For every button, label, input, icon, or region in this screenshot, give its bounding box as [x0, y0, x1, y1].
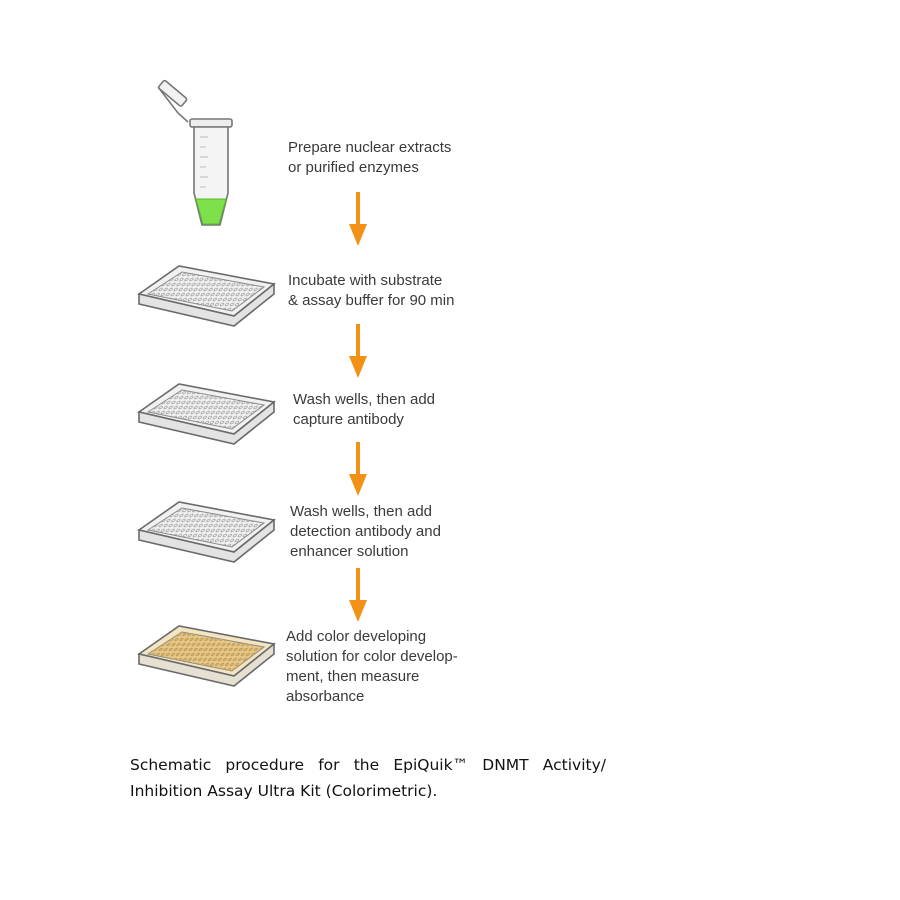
- step-line: solution for color develop-: [286, 648, 458, 665]
- figure-caption: Schematic procedure for the EpiQuik™ DNM…: [130, 752, 606, 804]
- step-line: absorbance: [286, 688, 365, 705]
- caption-line-1: Schematic procedure for the EpiQuik™ DNM…: [130, 756, 606, 774]
- step-4-text: Wash wells, then add detection antibody …: [290, 502, 441, 562]
- step-5-text: Add color developing solution for color …: [286, 627, 458, 707]
- step-line: Prepare nuclear extracts: [288, 139, 452, 156]
- step-line: Incubate with substrate: [288, 272, 443, 289]
- caption-line-2: Inhibition Assay Ultra Kit (Colorimetric…: [130, 782, 438, 800]
- arrow-down-icon: [349, 192, 367, 246]
- step-3-text: Wash wells, then add capture antibody: [293, 390, 435, 430]
- step-line: capture antibody: [293, 411, 404, 428]
- step-line: & assay buffer for 90 min: [288, 292, 455, 309]
- step-2-text: Incubate with substrate & assay buffer f…: [288, 271, 454, 311]
- microplate-icon: [137, 501, 276, 563]
- step-line: enhancer solution: [290, 543, 409, 560]
- microplate-icon: [137, 265, 276, 327]
- step-line: or purified enzymes: [288, 159, 419, 176]
- procedure-diagram: Prepare nuclear extracts or purified enz…: [137, 79, 458, 707]
- step-line: detection antibody and: [290, 523, 441, 540]
- step-line: Add color developing: [286, 628, 427, 645]
- arrow-down-icon: [349, 442, 367, 496]
- microtube-icon: [157, 79, 233, 226]
- step-1-text: Prepare nuclear extracts or purified enz…: [288, 138, 451, 178]
- microplate-icon: [137, 383, 276, 445]
- arrow-down-icon: [349, 324, 367, 378]
- colored-microplate-icon: [137, 625, 276, 687]
- step-line: ment, then measure: [286, 668, 420, 685]
- step-line: Wash wells, then add: [290, 503, 433, 520]
- arrow-down-icon: [349, 568, 367, 622]
- step-line: Wash wells, then add: [293, 391, 436, 408]
